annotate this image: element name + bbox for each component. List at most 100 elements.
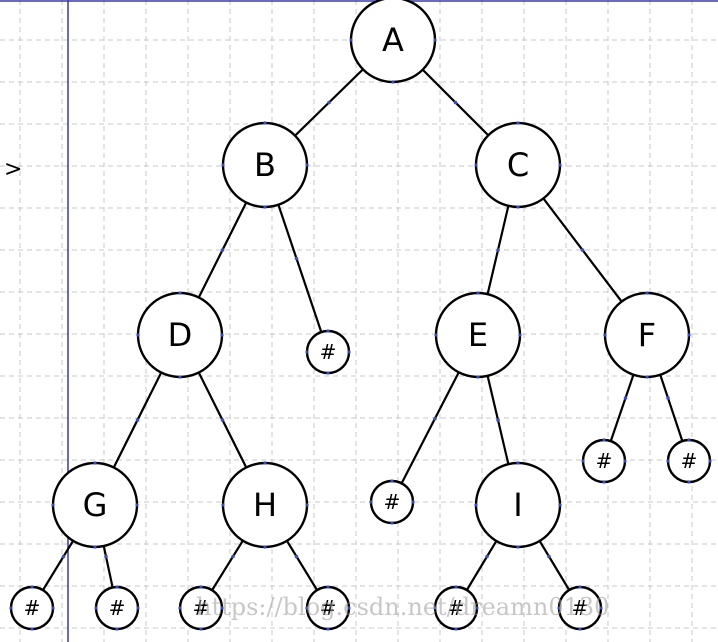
node-anchor-marker xyxy=(687,480,691,484)
node-anchor-marker xyxy=(623,459,627,463)
tree-node-F: F xyxy=(603,291,691,379)
edge-anchor-marker xyxy=(496,418,500,422)
node-anchor-marker xyxy=(602,438,606,442)
edge-anchor-marker xyxy=(104,554,108,559)
node-anchor-marker xyxy=(347,350,351,354)
node-label: # xyxy=(572,596,589,620)
tree-node-D: D xyxy=(136,291,224,379)
node-label: G xyxy=(83,486,108,524)
node-anchor-marker xyxy=(94,606,98,610)
null-node-nF1: # xyxy=(581,438,627,484)
node-anchor-marker xyxy=(645,375,649,379)
tree-node-B: B xyxy=(221,121,309,209)
node-anchor-marker xyxy=(599,606,603,610)
tree-node-G: G xyxy=(51,461,139,549)
node-anchor-marker xyxy=(93,461,97,465)
node-anchor-marker xyxy=(115,585,119,589)
node-anchor-marker xyxy=(476,375,480,379)
null-node-nE: # xyxy=(369,479,415,525)
tree-node-I: I xyxy=(474,461,562,549)
node-label: # xyxy=(681,449,698,473)
edge-anchor-marker xyxy=(580,248,585,252)
null-node-nI1: # xyxy=(433,585,479,631)
edge-anchor-marker xyxy=(666,396,670,400)
edge-anchor-marker xyxy=(496,248,500,252)
node-label: # xyxy=(320,596,337,620)
node-anchor-marker xyxy=(474,163,478,167)
node-label: # xyxy=(193,596,210,620)
node-label: B xyxy=(254,146,276,184)
node-anchor-marker xyxy=(221,503,225,507)
edge-anchor-marker xyxy=(61,554,66,559)
node-anchor-marker xyxy=(391,80,395,84)
node-anchor-marker xyxy=(93,545,97,549)
edge-anchor-marker xyxy=(294,256,299,261)
node-label: # xyxy=(24,596,41,620)
node-anchor-marker xyxy=(305,503,309,507)
side-mark: > xyxy=(4,157,22,182)
node-anchor-marker xyxy=(305,163,309,167)
node-anchor-marker xyxy=(263,121,267,125)
watermark-text: https://blog.csdn.net/dreamn0130 xyxy=(196,593,609,621)
node-anchor-marker xyxy=(557,606,561,610)
edge-anchor-marker xyxy=(231,554,235,559)
node-anchor-marker xyxy=(475,606,479,610)
node-label: D xyxy=(168,316,193,354)
null-node-nH1: # xyxy=(178,585,224,631)
node-anchor-marker xyxy=(263,461,267,465)
node-anchor-marker xyxy=(263,205,267,209)
node-anchor-marker xyxy=(199,627,203,631)
node-anchor-marker xyxy=(263,545,267,549)
node-anchor-marker xyxy=(199,585,203,589)
null-node-nF2: # xyxy=(666,438,712,484)
node-anchor-marker xyxy=(578,627,582,631)
null-node-nB: # xyxy=(305,329,351,375)
edge-anchor-marker xyxy=(547,554,551,559)
node-anchor-marker xyxy=(603,333,607,337)
node-label: # xyxy=(448,596,465,620)
tree-node-C: C xyxy=(474,121,562,209)
node-anchor-marker xyxy=(516,205,520,209)
node-anchor-marker xyxy=(666,459,670,463)
node-anchor-marker xyxy=(687,333,691,337)
null-node-nI2: # xyxy=(557,585,603,631)
node-label: A xyxy=(382,21,404,59)
edge-anchor-marker xyxy=(220,418,225,422)
node-anchor-marker xyxy=(30,627,34,631)
node-anchor-marker xyxy=(454,585,458,589)
node-anchor-marker xyxy=(581,459,585,463)
node-label: E xyxy=(468,316,488,354)
node-anchor-marker xyxy=(135,503,139,507)
node-anchor-marker xyxy=(305,606,309,610)
node-anchor-marker xyxy=(645,291,649,295)
node-anchor-marker xyxy=(602,480,606,484)
node-anchor-marker xyxy=(178,606,182,610)
nodes-layer: A B C D # E F G H # I # # # # # # # # xyxy=(9,0,712,631)
edge-anchor-marker xyxy=(327,100,331,105)
node-label: H xyxy=(253,486,277,524)
node-anchor-marker xyxy=(305,350,309,354)
node-anchor-marker xyxy=(476,291,480,295)
node-anchor-marker xyxy=(51,606,55,610)
null-node-nG2: # xyxy=(94,585,140,631)
node-anchor-marker xyxy=(221,163,225,167)
node-anchor-marker xyxy=(433,38,437,42)
node-anchor-marker xyxy=(558,503,562,507)
node-anchor-marker xyxy=(347,606,351,610)
node-anchor-marker xyxy=(136,333,140,337)
node-anchor-marker xyxy=(326,329,330,333)
node-anchor-marker xyxy=(51,503,55,507)
node-label: # xyxy=(596,449,613,473)
node-label: C xyxy=(507,146,529,184)
node-anchor-marker xyxy=(30,585,34,589)
node-anchor-marker xyxy=(349,38,353,42)
node-anchor-marker xyxy=(326,627,330,631)
node-anchor-marker xyxy=(178,375,182,379)
node-anchor-marker xyxy=(474,503,478,507)
node-anchor-marker xyxy=(558,163,562,167)
node-anchor-marker xyxy=(578,585,582,589)
node-anchor-marker xyxy=(326,371,330,375)
node-label: F xyxy=(638,316,656,354)
node-anchor-marker xyxy=(115,627,119,631)
